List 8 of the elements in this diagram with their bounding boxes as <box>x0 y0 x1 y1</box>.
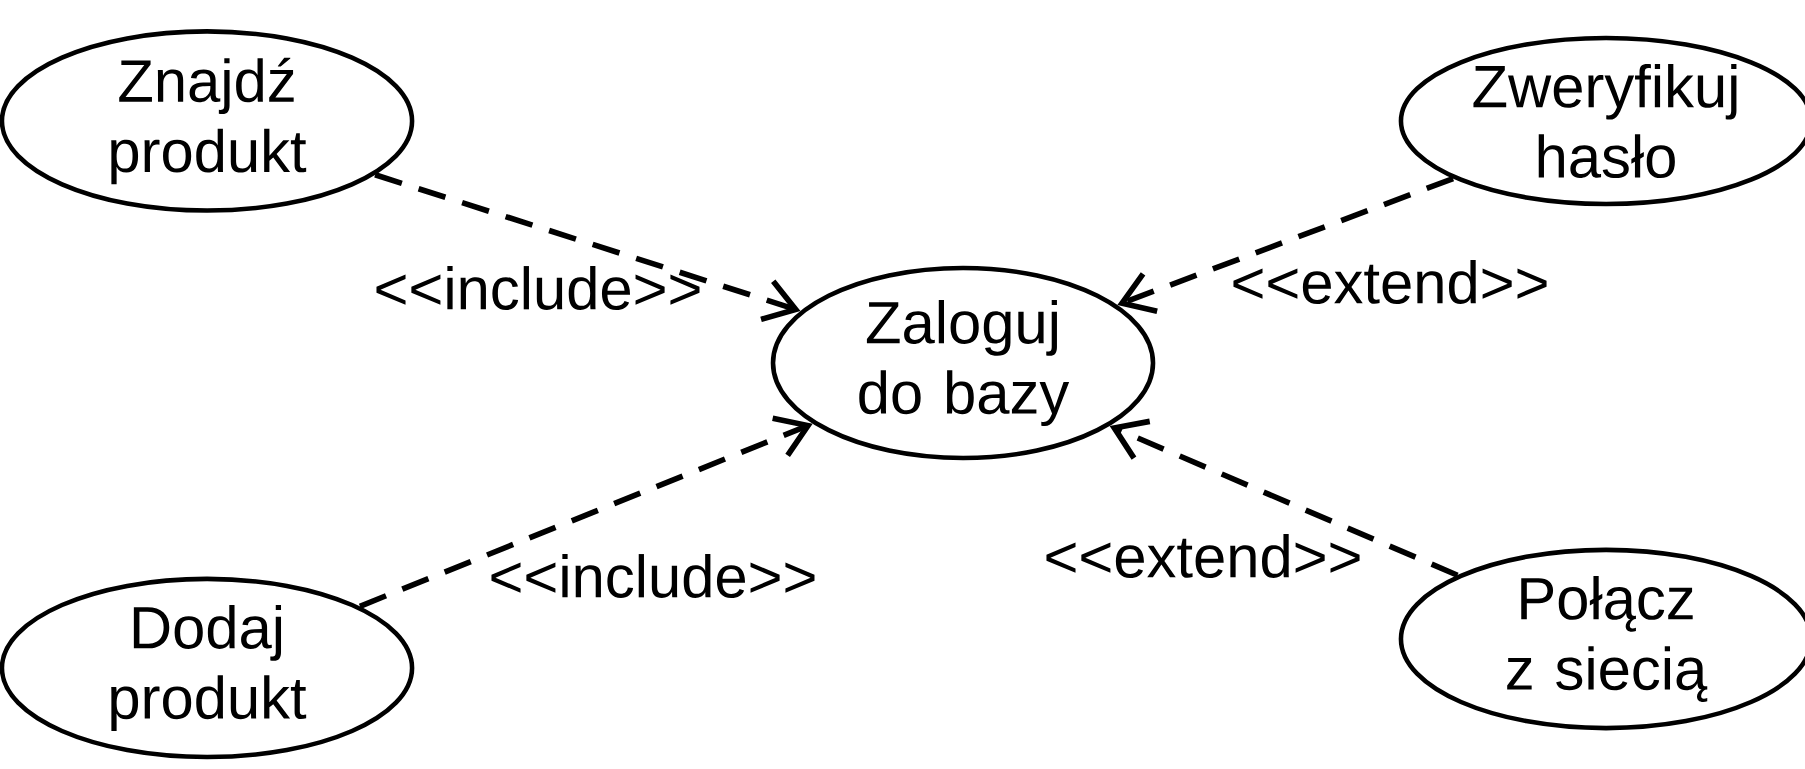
dashed-arrow <box>358 415 813 609</box>
stereotype-label: <<extend>> <box>1233 260 1547 304</box>
stereotype-label: <<include>> <box>491 554 815 598</box>
stereotype-label: <<include>> <box>376 266 700 310</box>
dashed-arrow <box>1117 175 1455 314</box>
dashed-arrow <box>1109 418 1459 578</box>
dashed-arrow <box>374 172 801 323</box>
stereotype-label: <<extend>> <box>1046 534 1360 578</box>
